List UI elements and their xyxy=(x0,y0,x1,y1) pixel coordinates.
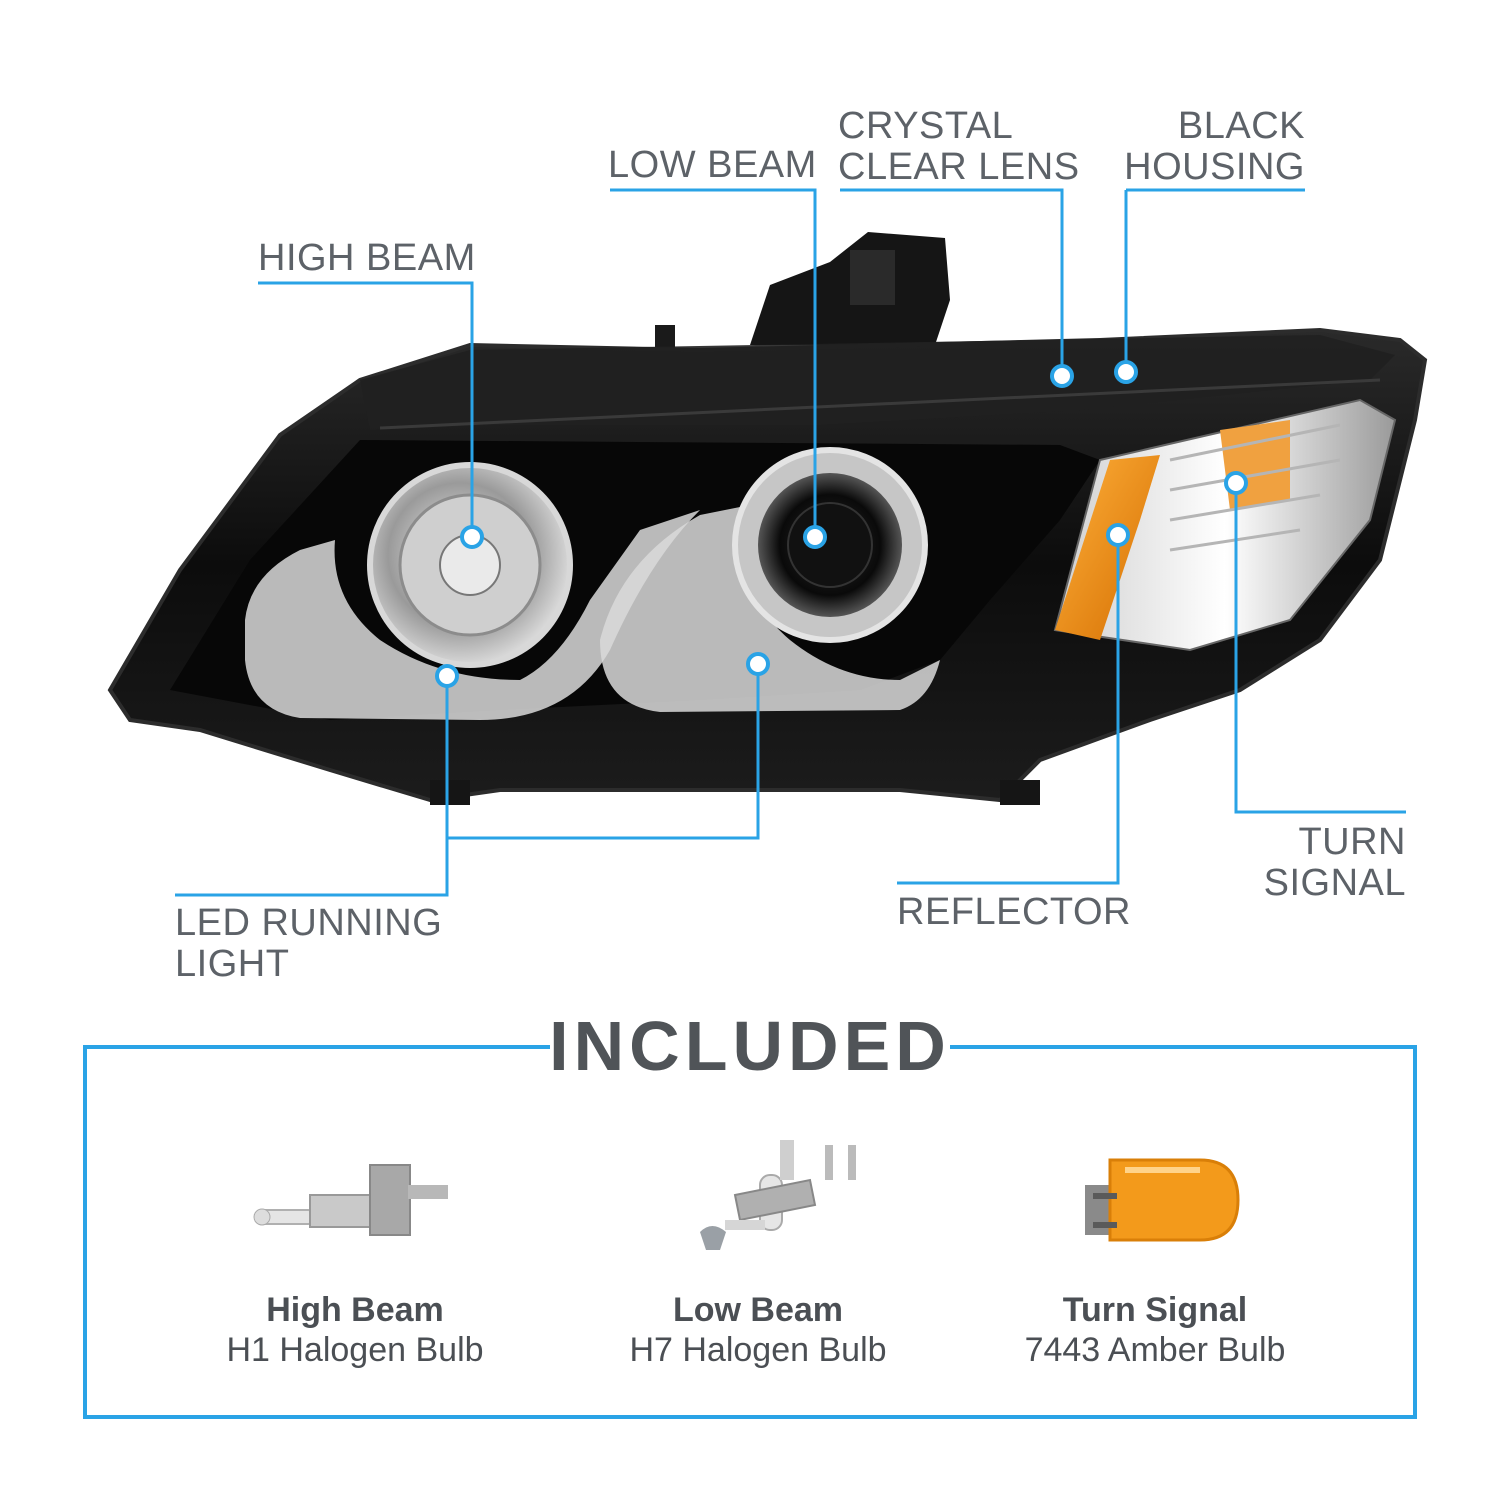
item-desc: 7443 Amber Bulb xyxy=(1024,1331,1286,1369)
label-reflector-line1: REFLECTOR xyxy=(897,891,1131,933)
included-item-low-beam: Low Beam H7 Halogen Bulb xyxy=(558,1290,958,1370)
h7-bulb-icon xyxy=(700,1140,856,1250)
amber-reflector xyxy=(1055,455,1160,640)
label-black-housing: BLACK HOUSING xyxy=(1105,106,1305,188)
included-item-turn-signal: Turn Signal 7443 Amber Bulb xyxy=(955,1290,1355,1370)
callout-lines xyxy=(175,188,1406,897)
included-frame xyxy=(83,1045,1417,1419)
high-beam-dot xyxy=(460,525,484,549)
item-desc: H1 Halogen Bulb xyxy=(226,1331,484,1369)
label-housing-line2: HOUSING xyxy=(1124,146,1305,188)
label-turn-signal: TURN SIGNAL xyxy=(1206,822,1406,904)
label-housing-line1: BLACK xyxy=(1177,105,1305,147)
label-high-beam-line1: HIGH BEAM xyxy=(258,237,476,279)
item-name: High Beam xyxy=(266,1291,444,1329)
item-desc: H7 Halogen Bulb xyxy=(629,1331,887,1369)
crystal-lens-dot xyxy=(1050,364,1074,388)
label-turn-line2: SIGNAL xyxy=(1263,862,1406,904)
label-crystal-clear-lens: CRYSTAL CLEAR LENS xyxy=(838,106,1080,188)
low-beam-dot xyxy=(803,525,827,549)
label-reflector: REFLECTOR xyxy=(897,892,1131,933)
h1-bulb-icon xyxy=(253,1164,448,1236)
label-crystal-line1: CRYSTAL xyxy=(838,105,1014,147)
item-name: Turn Signal xyxy=(1062,1291,1248,1329)
item-name: Low Beam xyxy=(672,1291,844,1329)
label-low-beam: LOW BEAM xyxy=(608,145,817,186)
label-crystal-line2: CLEAR LENS xyxy=(838,146,1080,188)
reflector-dot xyxy=(1106,523,1130,547)
included-item-high-beam: High Beam H1 Halogen Bulb xyxy=(155,1290,555,1370)
led-left-dot xyxy=(435,664,459,688)
led-guide-left xyxy=(245,510,700,720)
amber-bulb-icon xyxy=(1085,1158,1240,1242)
label-turn-line1: TURN xyxy=(1298,821,1406,863)
label-led-line2: LIGHT xyxy=(175,943,290,985)
callout-dots xyxy=(435,360,1248,688)
led-guide-right xyxy=(600,505,940,712)
black-housing-dot xyxy=(1114,360,1138,384)
label-led-running-light: LED RUNNING LIGHT xyxy=(175,903,442,985)
included-heading: INCLUDED xyxy=(549,1007,951,1085)
led-right-dot xyxy=(746,652,770,676)
label-low-beam-line1: LOW BEAM xyxy=(608,144,817,186)
label-led-line1: LED RUNNING xyxy=(175,902,443,944)
label-high-beam: HIGH BEAM xyxy=(258,238,476,279)
turn-signal-dot xyxy=(1224,471,1248,495)
